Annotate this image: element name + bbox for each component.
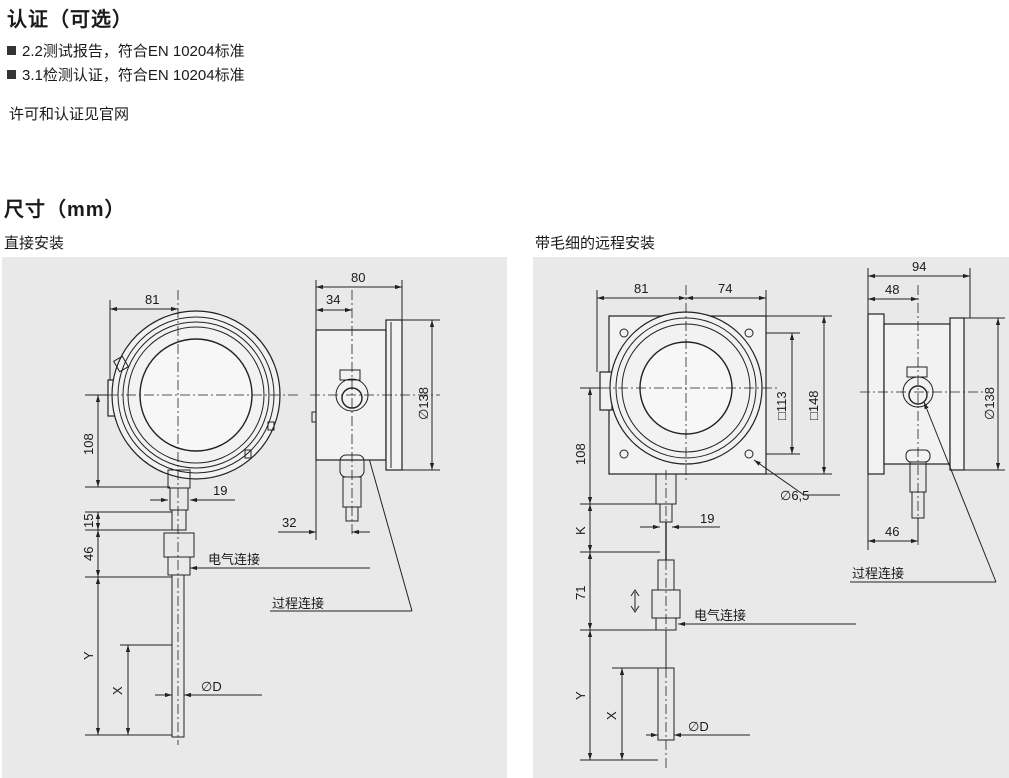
dim-15: 15: [81, 514, 96, 528]
bullet-square-icon: [7, 70, 16, 79]
dim-D: ∅D: [201, 679, 222, 694]
dim-diameter-138: ∅138: [416, 387, 431, 420]
dim-square-148: □148: [806, 390, 821, 420]
dims-heading: 尺寸（mm）: [4, 199, 126, 221]
dim-K: K: [573, 526, 588, 535]
dim-108: 108: [81, 433, 96, 455]
dim-74: 74: [718, 281, 732, 296]
dim-81: 81: [145, 292, 159, 307]
caption-remote: 带毛细的远程安装: [535, 235, 656, 252]
dim-94: 94: [912, 259, 926, 274]
gauge-side-direct: 80 34 ∅138 32: [278, 270, 440, 540]
dim-32: 32: [282, 515, 296, 530]
dim-80: 80: [351, 270, 365, 285]
dim-48: 48: [885, 282, 899, 297]
cert-item-1: 2.2测试报告，符合EN 10204标准: [7, 40, 245, 61]
gauge-side-remote: 94 48 ∅138 46 过程连接: [850, 259, 1005, 583]
dim-71: 71: [573, 586, 588, 600]
label-process-connection-remote: 过程连接: [852, 566, 904, 581]
dim-diameter-138-remote: ∅138: [982, 387, 997, 420]
dim-19: 19: [213, 483, 227, 498]
cert-heading: 认证（可选）: [7, 9, 133, 31]
dim-19-remote: 19: [700, 511, 714, 526]
dimensions-remote: 81 74 □113 □148 ∅6,5 108 K 71 Y X 19: [573, 281, 856, 761]
dim-X: X: [110, 686, 125, 695]
dim-81-remote: 81: [634, 281, 648, 296]
dim-46-remote: 46: [885, 524, 899, 539]
dim-X-remote: X: [604, 711, 619, 720]
cert-item-2: 3.1检测认证，符合EN 10204标准: [7, 64, 245, 85]
cert-note: 许可和认证见官网: [9, 106, 130, 123]
gauge-front-direct: [107, 290, 300, 745]
label-process-connection: 过程连接: [272, 596, 324, 611]
gauge-front-remote: [599, 285, 780, 770]
dim-Y-remote: Y: [573, 691, 588, 700]
dim-Y: Y: [81, 651, 96, 660]
caption-direct: 直接安装: [4, 235, 65, 252]
dim-D-remote: ∅D: [688, 719, 709, 734]
dim-108-remote: 108: [573, 443, 588, 465]
dim-square-113: □113: [774, 391, 789, 420]
label-electrical-connection-remote: 电气连接: [694, 608, 746, 623]
dim-34: 34: [326, 292, 340, 307]
dim-46: 46: [81, 547, 96, 561]
bullet-square-icon: [7, 46, 16, 55]
dim-hole-6-5: ∅6,5: [780, 488, 809, 503]
dimensions-direct: 81 108 15 46 Y X 19 ∅D 电气连接 过程连接: [81, 292, 413, 736]
label-electrical-connection: 电气连接: [208, 552, 260, 567]
